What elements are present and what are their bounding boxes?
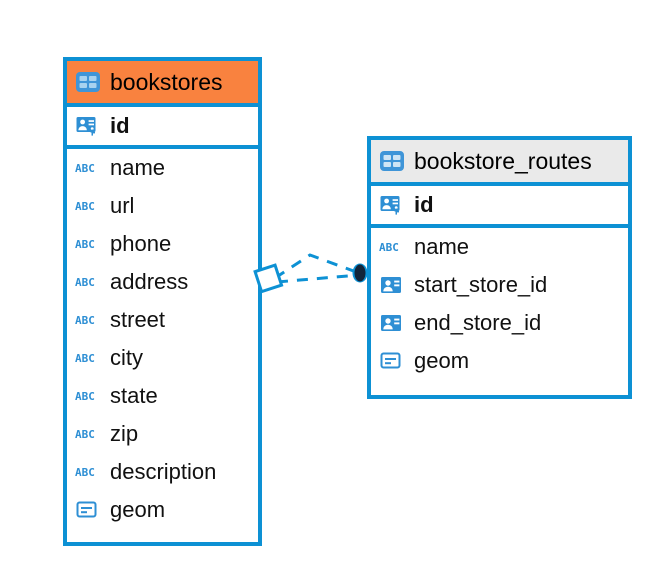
column-label: name <box>414 234 470 259</box>
column-label: id <box>110 113 130 138</box>
text-abc-icon: ABC <box>75 310 101 330</box>
column-row-id[interactable]: id <box>371 186 628 224</box>
entity-bookstore-routes[interactable]: bookstore_routes <box>367 136 632 399</box>
entity-title: bookstores <box>110 68 223 95</box>
primary-key-section: id <box>371 186 628 228</box>
column-row-name[interactable]: ABC name <box>67 149 258 187</box>
svg-text:ABC: ABC <box>75 238 95 251</box>
diamond-endpoint-icon <box>253 263 284 294</box>
column-row-id[interactable]: id <box>67 107 258 145</box>
svg-text:ABC: ABC <box>75 352 95 365</box>
text-abc-icon: ABC <box>75 196 101 216</box>
column-row-geom[interactable]: geom <box>67 491 258 529</box>
foreign-key-icon <box>379 272 405 298</box>
text-abc-icon: ABC <box>75 462 101 482</box>
column-label: city <box>110 345 143 370</box>
column-label: street <box>110 307 166 332</box>
column-label: address <box>110 269 189 294</box>
text-abc-icon: ABC <box>75 272 101 292</box>
column-label: phone <box>110 231 172 256</box>
column-row-description[interactable]: ABC description <box>67 453 258 491</box>
svg-text:ABC: ABC <box>75 390 95 403</box>
geometry-icon <box>75 497 101 523</box>
column-row-address[interactable]: ABC address <box>67 263 258 301</box>
svg-text:ABC: ABC <box>75 276 95 289</box>
column-label: zip <box>110 421 139 446</box>
column-row-street[interactable]: ABC street <box>67 301 258 339</box>
geometry-icon <box>379 348 405 374</box>
column-row-state[interactable]: ABC state <box>67 377 258 415</box>
column-label: id <box>414 192 434 217</box>
column-row-name[interactable]: ABC name <box>371 228 628 266</box>
relationship-line-lower <box>276 273 360 284</box>
column-label: name <box>110 155 166 180</box>
column-row-url[interactable]: ABC url <box>67 187 258 225</box>
column-label: state <box>110 383 158 408</box>
text-abc-icon: ABC <box>75 348 101 368</box>
column-label: geom <box>110 497 166 522</box>
svg-text:ABC: ABC <box>379 241 399 254</box>
table-icon <box>379 148 405 174</box>
svg-text:ABC: ABC <box>75 200 95 213</box>
column-label: description <box>110 459 217 484</box>
entity-bookstores[interactable]: bookstores id <box>63 57 262 546</box>
column-row-geom[interactable]: geom <box>371 342 628 380</box>
text-abc-icon: ABC <box>75 234 101 254</box>
primary-key-section: id <box>67 107 258 149</box>
column-label: end_store_id <box>414 310 542 335</box>
svg-text:ABC: ABC <box>75 466 95 479</box>
entity-header-bookstores[interactable]: bookstores <box>67 61 258 107</box>
text-abc-icon: ABC <box>75 158 101 178</box>
text-abc-icon: ABC <box>75 386 101 406</box>
relationship-line-upper <box>274 253 360 280</box>
column-row-end-store-id[interactable]: end_store_id <box>371 304 628 342</box>
column-row-zip[interactable]: ABC zip <box>67 415 258 453</box>
svg-text:ABC: ABC <box>75 428 95 441</box>
text-abc-icon: ABC <box>379 237 405 257</box>
primary-key-icon <box>379 192 405 218</box>
foreign-key-icon <box>379 310 405 336</box>
column-label: start_store_id <box>414 272 548 297</box>
column-row-phone[interactable]: ABC phone <box>67 225 258 263</box>
text-abc-icon: ABC <box>75 424 101 444</box>
entity-header-bookstore-routes[interactable]: bookstore_routes <box>371 140 628 186</box>
column-label: geom <box>414 348 470 373</box>
svg-text:ABC: ABC <box>75 314 95 327</box>
svg-text:ABC: ABC <box>75 162 95 175</box>
column-row-city[interactable]: ABC city <box>67 339 258 377</box>
table-icon <box>75 69 101 95</box>
column-label: url <box>110 193 135 218</box>
entity-title: bookstore_routes <box>414 147 592 174</box>
primary-key-icon <box>75 113 101 139</box>
relationship-connector[interactable] <box>253 243 370 308</box>
column-row-start-store-id[interactable]: start_store_id <box>371 266 628 304</box>
filled-circle-endpoint-icon <box>352 263 368 283</box>
